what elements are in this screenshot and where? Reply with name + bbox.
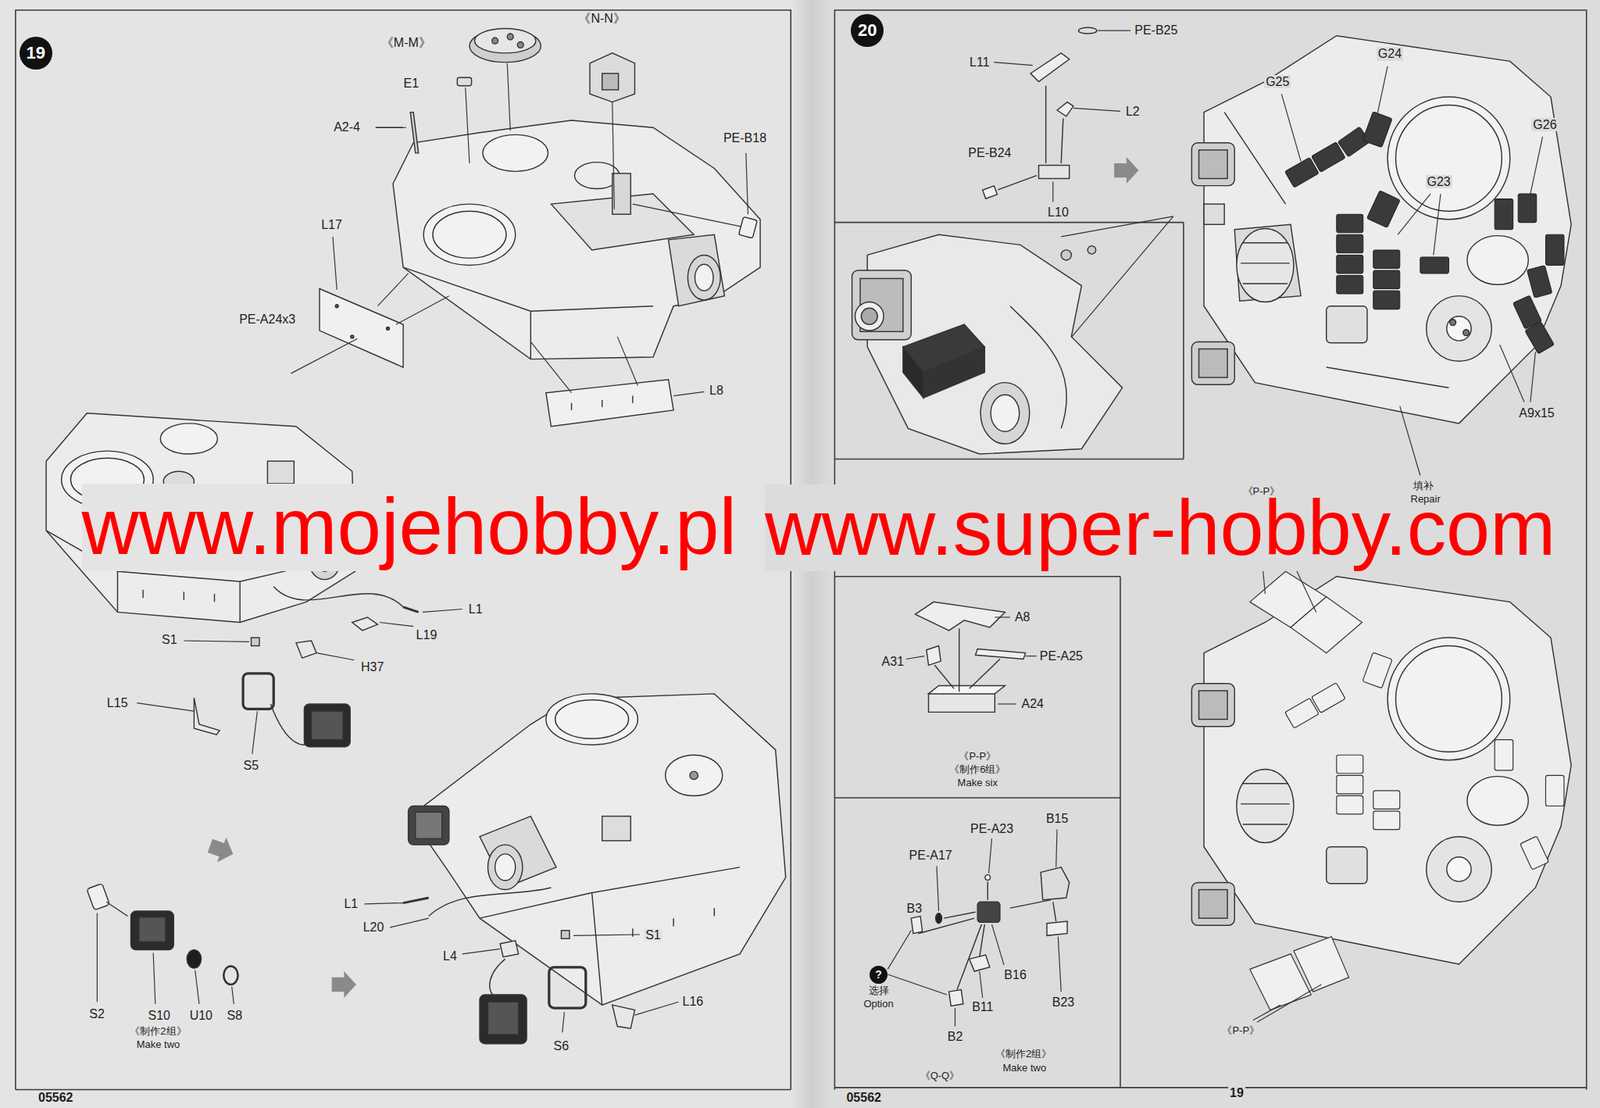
leader-lines: [290, 63, 748, 397]
part-label: L15: [105, 696, 130, 711]
part-label: L4: [441, 949, 459, 964]
node-text: ?: [875, 967, 883, 981]
page-number: 05562: [36, 1090, 75, 1105]
page-number: 05562: [844, 1090, 883, 1105]
part-label: L20: [361, 920, 386, 935]
part-label: 《制作6组》: [947, 764, 1008, 775]
part-label: B2: [946, 1029, 965, 1044]
stowage-boxes: [1250, 571, 1565, 1010]
part-label: PE-A17: [907, 848, 954, 863]
watermark: www.mojehobby.pl: [82, 483, 737, 572]
part-label: PE-B18: [721, 131, 768, 146]
left-page: [0, 0, 807, 1108]
part-label: A2-4: [332, 120, 362, 135]
part-drawing: [403, 887, 635, 1044]
part-label: S1: [160, 632, 179, 647]
part-label: U10: [188, 1008, 215, 1023]
part-label: Make two: [135, 1039, 183, 1050]
part-label: S5: [242, 758, 261, 773]
leader-lines: [96, 913, 234, 1004]
part-label: A8: [1013, 610, 1033, 625]
part-label: PE-B25: [1132, 23, 1179, 38]
part-label: 《M-M》: [379, 35, 433, 50]
part-label: 选择: [867, 985, 891, 997]
turret-drawing: [1191, 576, 1572, 965]
part-drawing: [86, 883, 239, 985]
step-number: 19: [19, 36, 53, 70]
part-label: Repair: [1409, 493, 1443, 505]
step-number: 20: [850, 14, 884, 47]
turret-drawing: [1191, 35, 1572, 424]
part-label: S6: [552, 1039, 572, 1054]
part-label: L11: [967, 55, 992, 70]
page-frames: [15, 10, 1587, 1090]
part-label: B3: [904, 901, 924, 916]
option-icon: ?: [869, 965, 889, 985]
part-label: S2: [87, 1007, 107, 1022]
part-label: A24: [1020, 696, 1046, 711]
part-drawing: [910, 867, 1069, 1007]
turret-drawing: [408, 693, 786, 1005]
part-label: 《P-P》: [957, 750, 998, 762]
part-label: G24: [1376, 46, 1404, 61]
node-text: 19: [25, 42, 45, 64]
part-label: PE-A24x3: [237, 312, 297, 327]
part-label: Option: [861, 998, 895, 1010]
part-label: G26: [1531, 117, 1558, 133]
leader-lines: [1253, 503, 1322, 1022]
part-label: 《P-P》: [1241, 485, 1283, 497]
leader-lines: [1281, 66, 1543, 476]
leader-lines: [136, 609, 463, 754]
part-label: 《制作2组》: [993, 1048, 1054, 1060]
part-label: G25: [1264, 75, 1291, 90]
part-label: Make two: [1001, 1062, 1049, 1074]
part-label: S10: [146, 1008, 172, 1023]
part-label: S1: [643, 928, 663, 943]
part-label: H37: [359, 660, 386, 675]
direction-arrow: [205, 157, 1139, 998]
part-label: L8: [707, 383, 725, 398]
part-label: L19: [414, 628, 440, 643]
node-text: 20: [857, 20, 877, 41]
part-label: PE-A23: [968, 821, 1015, 836]
turret-drawing: [319, 28, 761, 427]
part-label: L1: [342, 896, 360, 911]
part-label: E1: [402, 76, 422, 91]
part-label: 填补: [1411, 480, 1436, 492]
leader-lines: [887, 829, 1061, 1027]
stowage-boxes: [1285, 111, 1565, 354]
part-label: 《P-P》: [1220, 1025, 1261, 1036]
part-label: 《制作2组》: [128, 1025, 188, 1037]
inset-drawing: [852, 234, 1123, 454]
part-label: B11: [970, 1000, 995, 1015]
part-drawing: [982, 27, 1097, 199]
part-label: PE-A25: [1038, 649, 1085, 664]
part-label: B16: [1002, 967, 1028, 983]
part-label: PE-B24: [966, 146, 1013, 161]
part-label: L17: [319, 217, 344, 233]
part-label: L2: [1124, 104, 1142, 119]
part-label: L10: [1046, 205, 1071, 220]
part-label: B23: [1050, 995, 1076, 1010]
leader-lines: [906, 617, 1037, 704]
part-label: Make six: [956, 777, 1000, 789]
part-label: S8: [225, 1008, 245, 1023]
part-drawing: [915, 601, 1026, 712]
part-label: L1: [467, 602, 485, 617]
part-label: L16: [681, 994, 706, 1009]
part-label: A9x15: [1517, 406, 1556, 421]
part-label: 《N-N》: [576, 11, 627, 26]
part-label: 《Q-Q》: [918, 1070, 962, 1082]
part-label: A31: [880, 654, 906, 669]
part-label: G23: [1425, 175, 1453, 190]
page-number: 19: [1228, 1085, 1246, 1100]
part-label: B15: [1044, 811, 1070, 826]
leader-lines: [364, 903, 679, 1033]
part-drawing: [193, 586, 418, 747]
